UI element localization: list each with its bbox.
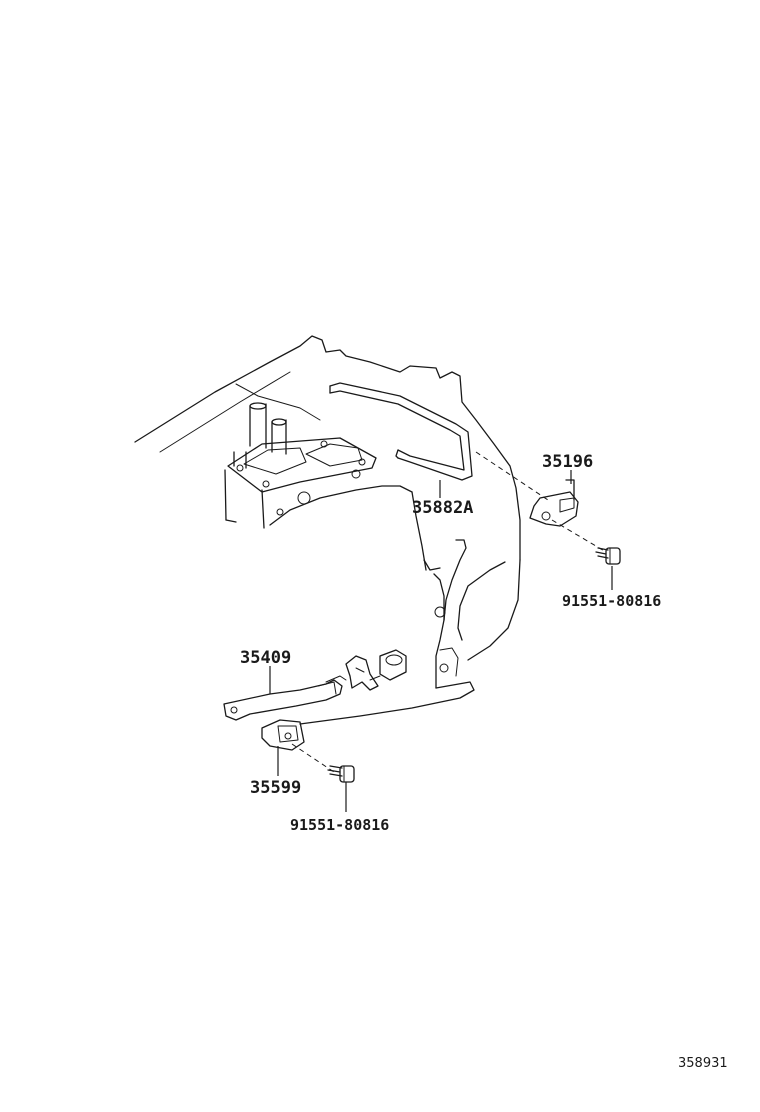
- lever-35409: [223, 675, 347, 721]
- label-bracket: 35599: [250, 778, 301, 798]
- bolt-lower: [327, 765, 355, 783]
- housing-studs: [233, 402, 287, 469]
- label-pipe: 35882A: [412, 498, 473, 518]
- label-bolt-lower: 91551-80816: [290, 816, 389, 834]
- assembly-lines: [291, 451, 607, 773]
- bracket-35599: [261, 719, 305, 751]
- label-bolt-upper: 91551-80816: [562, 592, 661, 610]
- diagram-id: 358931: [678, 1056, 728, 1071]
- release-fork: [345, 649, 407, 691]
- pipe-35882a: [329, 382, 473, 481]
- label-clamp: 35196: [542, 452, 593, 472]
- label-lever: 35409: [240, 648, 291, 668]
- leader-lines: [269, 470, 613, 812]
- clamp-35196: [529, 479, 579, 527]
- bolt-upper: [595, 547, 621, 565]
- housing-cover: [227, 437, 377, 493]
- transmission-housing: [134, 335, 521, 725]
